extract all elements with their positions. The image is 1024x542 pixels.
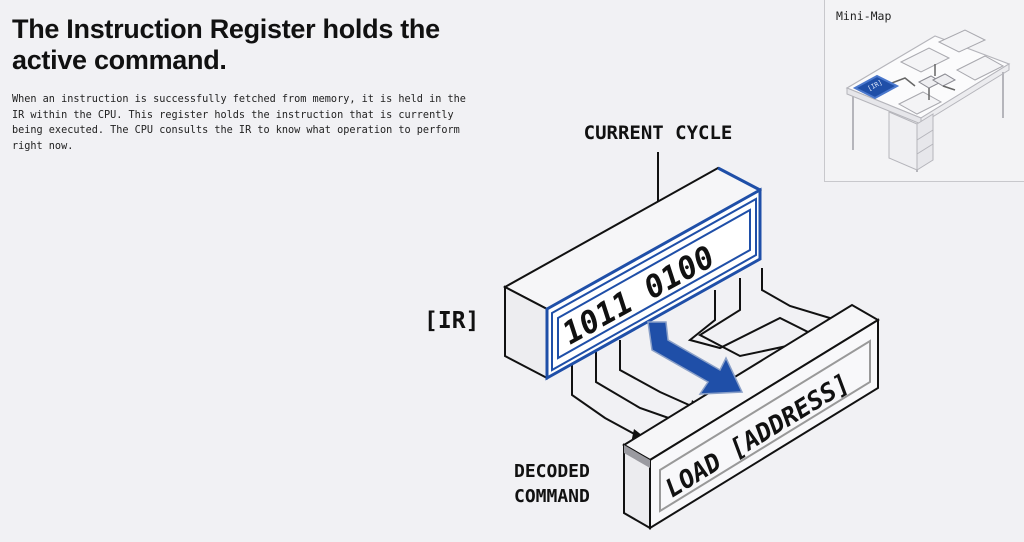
minimap-desk-illustration: [IR] (845, 29, 1011, 172)
wire (761, 268, 844, 323)
wire (571, 365, 641, 438)
description-text: When an instruction is successfully fetc… (12, 94, 466, 152)
minimap-ir-highlight[interactable] (852, 74, 900, 100)
wire (619, 340, 699, 410)
decoded-command-block (622, 303, 880, 530)
page-title: The Instruction Register holds the activ… (12, 14, 440, 75)
decoded-label-line1: DECODED (514, 461, 590, 482)
wire (697, 278, 816, 358)
decoded-label-line2: COMMAND (514, 486, 590, 507)
ir-register-block (502, 166, 763, 381)
minimap-title: Mini-Map (836, 9, 892, 23)
wire (687, 290, 821, 350)
wire (595, 352, 681, 423)
register-label: [IR] (424, 308, 479, 334)
decode-arrow (647, 321, 744, 395)
current-cycle-label: CURRENT CYCLE (584, 122, 733, 144)
bit-wires (571, 268, 844, 438)
minimap-panel[interactable]: Mini-Map [IR] (824, 0, 1024, 182)
